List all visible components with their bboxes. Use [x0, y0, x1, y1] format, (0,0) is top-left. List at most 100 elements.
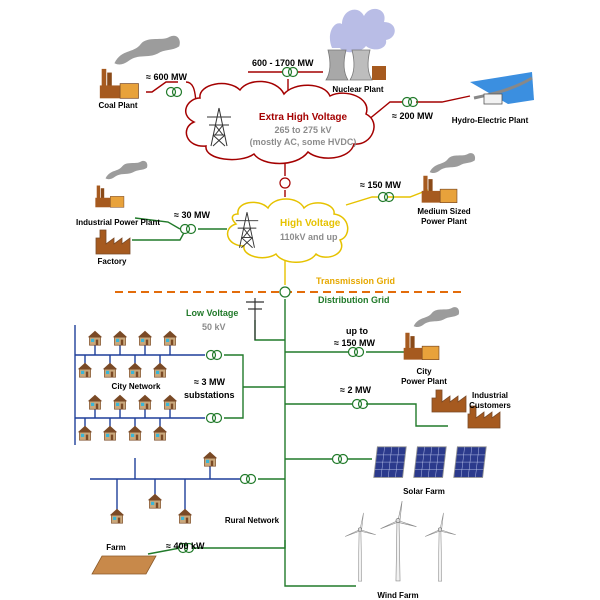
hv-distribution-transformer-icon — [279, 286, 291, 298]
house-icon — [137, 394, 153, 410]
wind-farm: Wind Farm — [344, 500, 457, 600]
city-plant-icon — [403, 332, 440, 360]
farm-field-icon — [91, 555, 157, 575]
industrial-power-plant: Industrial Power Plant ≈ 30 MW — [76, 160, 210, 227]
city-plant-smoke-icon — [413, 307, 460, 328]
city-upper-transformer-icon — [205, 349, 223, 361]
nuclear-transformer-icon — [281, 66, 299, 78]
industrial-transformer-icon — [179, 223, 197, 235]
industrial-plant-icon — [95, 185, 125, 208]
hydro-transformer-icon — [401, 96, 419, 108]
hydro-building-icon — [483, 93, 503, 105]
house-icon — [127, 362, 143, 378]
factory-icon — [95, 229, 131, 255]
house-icon — [102, 362, 118, 378]
solar-transformer-icon — [331, 453, 349, 465]
industrial-customers: ≈ 2 MW Industrial Customers — [340, 385, 511, 429]
ehv-lines — [146, 71, 471, 197]
house-icon — [112, 394, 128, 410]
reactor-building-icon — [372, 66, 386, 80]
rural-network: Rural Network — [109, 451, 280, 525]
farm-power: ≈ 400 kW — [166, 541, 205, 551]
industrial-customers-power: ≈ 2 MW — [340, 385, 371, 395]
farm-label: Farm — [106, 543, 126, 552]
house-icon — [127, 425, 143, 441]
nuclear-plant-label: Nuclear Plant — [332, 85, 383, 94]
house-icon — [77, 362, 93, 378]
city-power-plant: up to ≈ 150 MW City Power Plant — [334, 307, 460, 386]
factory-label: Factory — [98, 257, 127, 266]
hydro-plant-power: ≈ 200 MW — [392, 111, 433, 121]
high-voltage-cloud: High Voltage 110kV and up — [226, 198, 349, 263]
city-plant-transformer-icon — [347, 346, 365, 358]
hydro-plant-label: Hydro-Electric Plant — [452, 116, 529, 125]
distribution-lines — [132, 217, 448, 587]
reservoir-icon — [470, 72, 534, 104]
house-icon — [152, 362, 168, 378]
medium-plant-label-1: Medium Sized — [417, 207, 470, 216]
house-icon — [202, 451, 218, 467]
nuclear-plant-power: 600 - 1700 MW — [252, 58, 314, 68]
industrial-customer-factory-2-icon — [467, 405, 501, 429]
city-plant-power-2: ≈ 150 MW — [334, 338, 375, 348]
city-plant-label-2: Power Plant — [401, 377, 447, 386]
house-icon — [162, 330, 178, 346]
hydro-electric-plant: Hydro-Electric Plant ≈ 200 MW — [392, 72, 534, 125]
industrial-customers-transformer-icon — [351, 398, 369, 410]
medium-plant-power: ≈ 150 MW — [360, 180, 401, 190]
industrial-smoke-icon — [105, 160, 148, 180]
hv-voltage: 110kV and up — [280, 232, 338, 242]
house-icon — [77, 425, 93, 441]
house-icon — [177, 508, 193, 524]
house-icon — [112, 330, 128, 346]
wind-farm-label: Wind Farm — [377, 591, 418, 600]
solar-farm-label: Solar Farm — [403, 487, 445, 496]
distribution-grid-label: Distribution Grid — [318, 295, 390, 305]
house-icon — [147, 493, 163, 509]
cooling-tower-icon — [325, 49, 349, 81]
ehv-hv-transformer-icon — [279, 177, 291, 189]
factory: Factory — [95, 229, 131, 266]
medium-plant-label-2: Power Plant — [421, 217, 467, 226]
house-icon — [152, 425, 168, 441]
coal-smoke-icon — [114, 35, 180, 65]
solar-panel-icon — [453, 446, 487, 478]
city-plant-label-1: City — [416, 367, 432, 376]
rural-transformer-icon — [239, 473, 257, 485]
wind-turbine-icon — [344, 512, 377, 582]
utility-pole-icon — [246, 298, 264, 340]
low-voltage-value: 50 kV — [202, 322, 226, 332]
medium-plant-icon — [421, 175, 458, 203]
city-plant-power-1: up to — [346, 326, 368, 336]
medium-smoke-icon — [429, 153, 476, 174]
house-icon — [162, 394, 178, 410]
city-network: City Network ≈ 3 MW substations — [77, 330, 235, 441]
extra-high-voltage-cloud: Extra High Voltage 265 to 275 kV (mostly… — [184, 80, 375, 165]
city-network-label: City Network — [112, 382, 161, 391]
hv-title: High Voltage — [280, 218, 341, 229]
medium-power-plant: ≈ 150 MW Medium Sized Power Plant — [360, 153, 476, 226]
industrial-customer-factory-icon — [431, 389, 467, 413]
industrial-customers-label-2: Customers — [469, 401, 511, 410]
nuclear-plant: Nuclear Plant 600 - 1700 MW — [252, 8, 395, 94]
farm: Farm ≈ 400 kW — [91, 541, 205, 575]
cooling-tower-2-icon — [349, 49, 373, 81]
industrial-customers-label-1: Industrial — [472, 391, 508, 400]
low-voltage-title: Low Voltage — [186, 308, 238, 318]
house-icon — [87, 330, 103, 346]
coal-transformer-icon — [165, 86, 183, 98]
substations-power: ≈ 3 MW — [194, 377, 225, 387]
wind-turbine-icon — [424, 512, 457, 582]
coal-plant-icon — [99, 68, 139, 99]
coal-plant-label: Coal Plant — [98, 101, 137, 110]
ehv-note: (mostly AC, some HVDC) — [250, 137, 357, 147]
low-voltage-pole: Low Voltage 50 kV — [186, 298, 264, 340]
coal-plant: Coal Plant ≈ 600 MW — [98, 35, 187, 110]
coal-plant-power: ≈ 600 MW — [146, 72, 187, 82]
industrial-plant-power: ≈ 30 MW — [174, 210, 210, 220]
solar-farm: Solar Farm — [373, 446, 487, 496]
wind-turbine-icon — [380, 500, 417, 582]
transformers — [165, 66, 419, 554]
